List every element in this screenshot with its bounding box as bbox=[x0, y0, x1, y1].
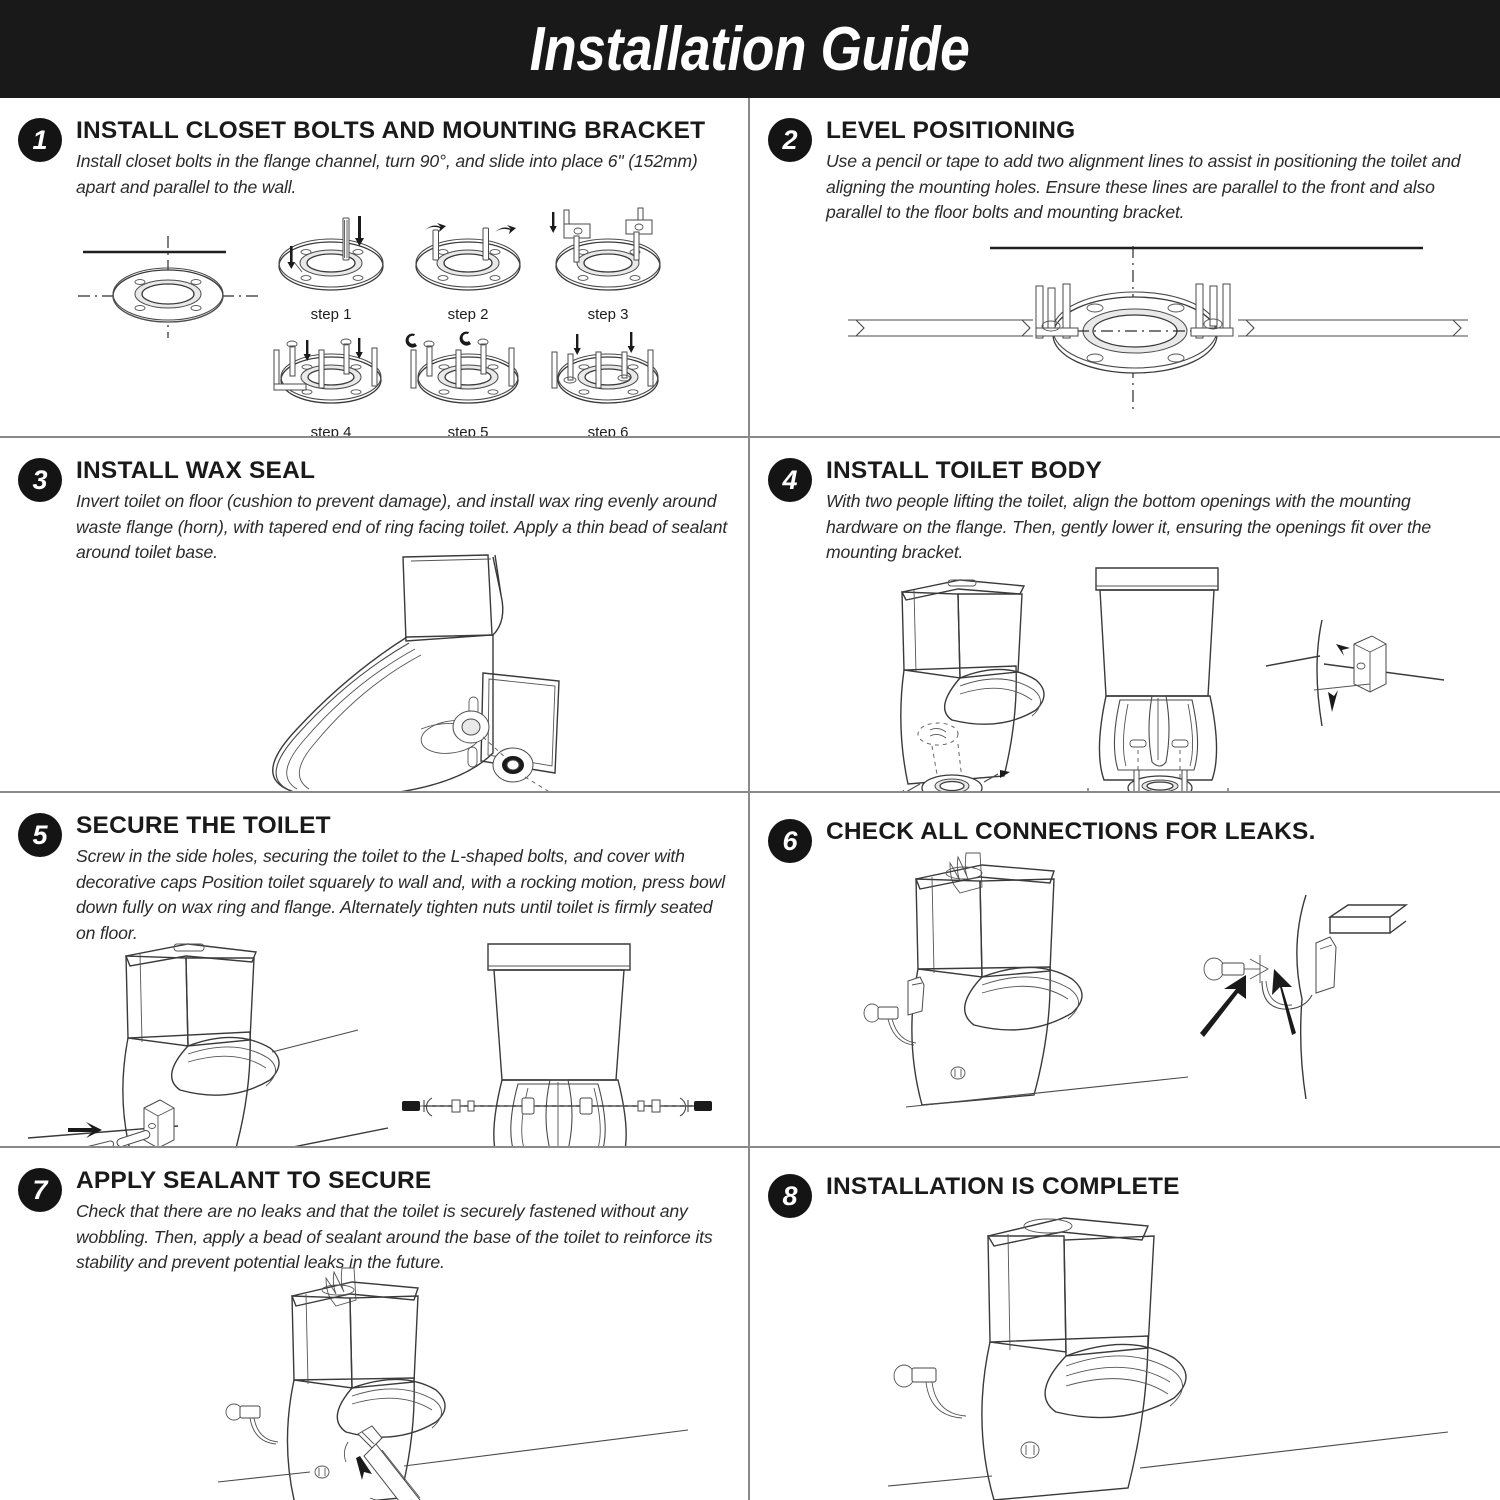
step-number-badge-5: 5 bbox=[18, 813, 62, 857]
figure-caption-3: step 3 bbox=[587, 306, 629, 324]
step-body-3: Invert toilet on floor (cushion to preve… bbox=[76, 491, 728, 563]
step-body-7: Check that there are no leaks and that t… bbox=[76, 1201, 713, 1273]
figure-inverted-toilet-wax-ring bbox=[18, 554, 730, 791]
completed-toilet-diagram bbox=[887, 1217, 1449, 1500]
figure-finished-toilet-installation bbox=[768, 1217, 1482, 1500]
figure-caption-1: step 1 bbox=[310, 306, 352, 324]
step-title-8: INSTALLATION IS COMPLETE bbox=[826, 1173, 1180, 1200]
toilet-supply-line-perspective bbox=[863, 852, 1189, 1108]
toilet-perspective-diagram bbox=[900, 579, 1045, 791]
step-number-badge-3: 3 bbox=[18, 458, 62, 502]
step-number-badge-8: 8 bbox=[768, 1174, 812, 1218]
toilet-side-bolt-perspective bbox=[27, 943, 389, 1146]
figure-closet-flange-bolt-sequence: step 1 step 2 bbox=[18, 200, 730, 436]
page-title: Installation Guide bbox=[530, 14, 970, 84]
figure-apply-sealant-caulk-gun bbox=[18, 1267, 730, 1500]
step-body-4: With two people lifting the toilet, alig… bbox=[826, 491, 1431, 563]
step-panel-7: 7 APPLY SEALANT TO SECURE Check that the… bbox=[0, 1148, 750, 1500]
step-body-5: Screw in the side holes, securing the to… bbox=[76, 846, 726, 943]
step-number-badge-1: 1 bbox=[18, 118, 62, 162]
figure-flange-alignment-lines bbox=[768, 226, 1482, 416]
flange-step5-diagram bbox=[405, 332, 519, 405]
step-number-badge-4: 4 bbox=[768, 458, 812, 502]
figure-secure-toilet-side-bolts bbox=[18, 943, 730, 1146]
inverted-toilet-diagram bbox=[272, 554, 560, 791]
step-panel-4: 4 INSTALL TOILET BODY With two people li… bbox=[750, 438, 1500, 793]
step-number-badge-2: 2 bbox=[768, 118, 812, 162]
step-title-2: LEVEL POSITIONING bbox=[826, 117, 1076, 144]
figure-lower-toilet-onto-flange bbox=[768, 566, 1482, 791]
step-header-4: 4 INSTALL TOILET BODY With two people li… bbox=[768, 456, 1482, 566]
step-panel-3: 3 INSTALL WAX SEAL Invert toilet on floo… bbox=[0, 438, 750, 793]
mounting-bracket-detail-diagram bbox=[1265, 619, 1445, 727]
toilet-rear-bolt-view bbox=[402, 943, 712, 1146]
step-title-6: CHECK ALL CONNECTIONS FOR LEAKS. bbox=[826, 818, 1316, 845]
step-panel-5: 5 SECURE THE TOILET Screw in the side ho… bbox=[0, 793, 750, 1148]
flange-step2-diagram bbox=[415, 223, 521, 292]
figure-caption-6: step 6 bbox=[587, 424, 629, 438]
figure-caption-4: step 4 bbox=[310, 424, 352, 438]
flange-step6-diagram bbox=[551, 332, 659, 405]
step-number-badge-7: 7 bbox=[18, 1168, 62, 1212]
flange-step4-diagram bbox=[273, 338, 382, 405]
toilet-rear-view-diagram bbox=[1087, 567, 1229, 791]
step-header-1: 1 INSTALL CLOSET BOLTS AND MOUNTING BRAC… bbox=[18, 116, 730, 200]
step-title-1: INSTALL CLOSET BOLTS AND MOUNTING BRACKE… bbox=[76, 117, 706, 144]
step-panel-8: 8 INSTALLATION IS COMPLETE bbox=[750, 1148, 1500, 1500]
figure-caption-2: step 2 bbox=[447, 306, 489, 324]
flange-step3-diagram bbox=[549, 207, 661, 292]
step-header-2: 2 LEVEL POSITIONING Use a pencil or tape… bbox=[768, 116, 1482, 226]
page-header: Installation Guide bbox=[0, 0, 1500, 98]
step-header-8: 8 INSTALLATION IS COMPLETE bbox=[768, 1166, 1482, 1218]
figure-caption-5: step 5 bbox=[447, 424, 489, 438]
step-header-6: 6 CHECK ALL CONNECTIONS FOR LEAKS. bbox=[768, 811, 1482, 863]
reference-flange-diagram bbox=[78, 236, 258, 339]
step-header-7: 7 APPLY SEALANT TO SECURE Check that the… bbox=[18, 1166, 730, 1276]
step-body-1: Install closet bolts in the flange chann… bbox=[76, 151, 698, 197]
step-panel-2: 2 LEVEL POSITIONING Use a pencil or tape… bbox=[750, 98, 1500, 438]
steps-grid: 1 INSTALL CLOSET BOLTS AND MOUNTING BRAC… bbox=[0, 98, 1500, 1500]
alignment-flange-diagram bbox=[848, 245, 1468, 410]
flange-step1-diagram bbox=[278, 216, 384, 292]
step-panel-6: 6 CHECK ALL CONNECTIONS FOR LEAKS. bbox=[750, 793, 1500, 1148]
step-header-3: 3 INSTALL WAX SEAL Invert toilet on floo… bbox=[18, 456, 730, 566]
toilet-caulk-gun-diagram bbox=[217, 1267, 689, 1500]
supply-connection-detail bbox=[1200, 894, 1409, 1100]
figure-check-water-supply-connection bbox=[768, 852, 1482, 1138]
step-panel-1: 1 INSTALL CLOSET BOLTS AND MOUNTING BRAC… bbox=[0, 98, 750, 438]
step-title-7: APPLY SEALANT TO SECURE bbox=[76, 1167, 432, 1194]
step-body-2: Use a pencil or tape to add two alignmen… bbox=[826, 151, 1461, 223]
step-header-5: 5 SECURE THE TOILET Screw in the side ho… bbox=[18, 811, 730, 946]
step-title-5: SECURE THE TOILET bbox=[76, 812, 331, 839]
step-title-4: INSTALL TOILET BODY bbox=[826, 457, 1103, 484]
step-title-3: INSTALL WAX SEAL bbox=[76, 457, 316, 484]
step-number-badge-6: 6 bbox=[768, 819, 812, 863]
